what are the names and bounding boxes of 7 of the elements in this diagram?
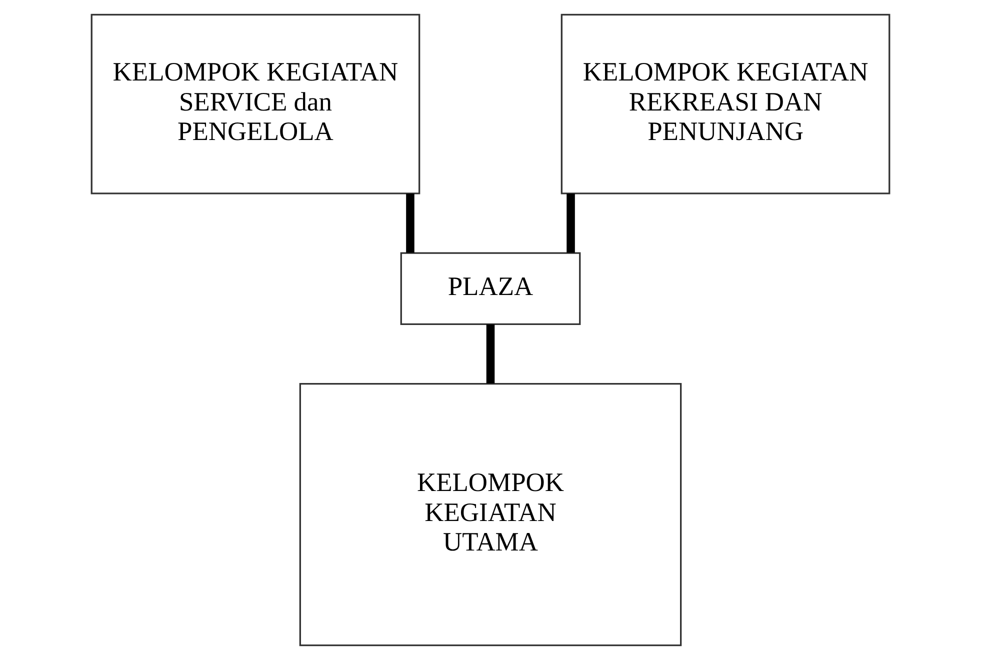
connector xyxy=(566,194,575,253)
node-box: KELOMPOK KEGIATAN SERVICE dan PENGELOLA xyxy=(90,14,420,194)
connector xyxy=(406,194,414,253)
node-box: PLAZA xyxy=(400,252,581,326)
node-box: KELOMPOK KEGIATAN UTAMA xyxy=(299,382,682,646)
node-box: KELOMPOK KEGIATAN REKREASI DAN PENUNJANG xyxy=(560,14,890,194)
connector xyxy=(486,324,495,384)
